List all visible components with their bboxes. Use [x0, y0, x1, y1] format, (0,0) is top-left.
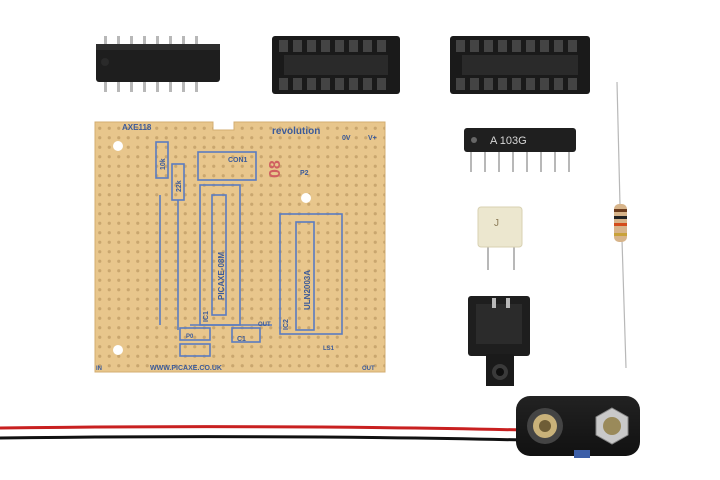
board-model: AXE118	[122, 123, 152, 132]
ic-socket-16pin	[272, 36, 400, 94]
board-vplus: V+	[368, 135, 377, 142]
board-con1: CON1	[228, 157, 248, 164]
board-r2: 22k	[176, 180, 183, 192]
board-out: OUT	[258, 322, 271, 328]
board-brand: revolution	[272, 126, 320, 137]
board-0v: 0V	[342, 135, 351, 142]
pcb-board: AXE118 revolution CON1 P2 0V V+ C1 P0 OU…	[94, 121, 386, 373]
board-ic2: IC2	[283, 319, 290, 330]
resistor-network: A 103G	[464, 128, 576, 172]
board-ic2-part: ULN2003A	[303, 270, 312, 310]
board-ic1: IC1	[203, 311, 210, 322]
resistor	[614, 81, 627, 369]
audio-jack	[468, 296, 530, 386]
board-in: IN	[96, 366, 102, 372]
battery-clip	[0, 396, 640, 458]
board-r1: 10k	[160, 158, 167, 170]
board-website: WWW.PICAXE.CO.UK	[150, 365, 222, 372]
board-ic1-part: PICAXE-08M	[217, 252, 226, 300]
board-ls1: LS1	[323, 346, 335, 352]
ic-chip-16pin	[96, 36, 220, 92]
capacitor-label: J	[494, 218, 499, 229]
capacitor: J	[477, 206, 523, 270]
board-p2: P2	[300, 170, 309, 177]
board-c1: C1	[237, 336, 246, 343]
board-p0: P0	[186, 334, 194, 340]
ic-socket-18pin	[450, 36, 590, 94]
board-out2: OUT	[362, 366, 375, 372]
board-rotated-mark: 08	[267, 160, 284, 178]
resistor-network-label: A 103G	[490, 135, 527, 147]
